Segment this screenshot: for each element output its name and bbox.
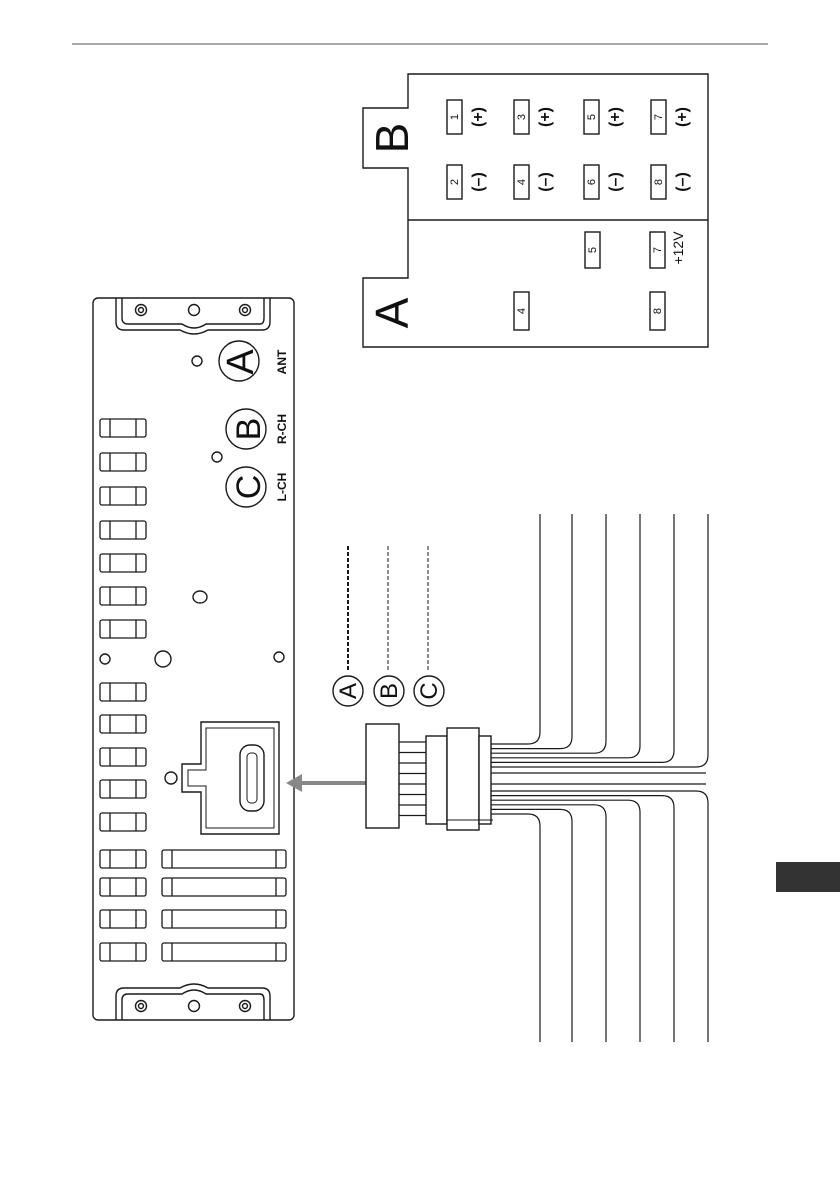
wire-lower [491,796,674,1042]
wire-upper [491,514,640,758]
polarity-label: (–) [674,172,691,192]
socket-b-letter: B [230,418,268,441]
plus-12v-label: +12V [670,231,686,265]
pin-number: 2 [449,179,461,185]
heatsink-fin [100,943,146,961]
connection-arrow [286,774,366,792]
heatsink-fin [100,587,146,605]
heatsink-fin [100,683,146,701]
heatsink-fin [100,910,146,928]
socket-c-letter: C [230,475,268,500]
head-unit-rear [93,298,294,1020]
pin-number: 5 [586,114,598,120]
heatsink-fins-left [100,419,146,961]
pin-number: 7 [653,114,665,120]
heatsink-fin [100,813,146,831]
l-ch-label: L-CH [275,473,289,502]
wire-lower [491,791,708,1042]
heatsink-fin [100,748,146,766]
heatsink-fin [100,521,146,539]
heatsink-fin [100,554,146,572]
cable-a-label: A [335,683,362,699]
polarity-label: (–) [470,172,487,192]
harness-connector [366,724,493,830]
pin-number: 4 [516,308,528,314]
harness-wires [399,742,426,816]
connector-a-letter: A [366,297,418,328]
cable-c-label: C [416,682,443,699]
polarity-label: (+) [607,107,624,127]
heatsink-fin [100,453,146,471]
r-ch-label: R-CH [275,414,289,444]
pin-number: 8 [653,179,665,185]
wire-lower [491,814,540,1042]
heatsink-slot [162,910,286,928]
ant-label: ANT [275,349,289,374]
heatsink-fin [100,419,146,437]
heatsink-slot [162,850,286,868]
heatsink-fin [100,878,146,896]
page-tab-marker [776,862,840,892]
cable-leads [333,546,444,706]
polarity-label: (+) [470,107,487,127]
wire-lower [491,800,640,1042]
polarity-label: (–) [607,172,624,192]
heatsink-slot [162,878,286,896]
heatsink-slot [162,943,286,961]
wire-upper [491,514,708,767]
connector-a-pin-boxes [514,232,665,330]
wire-lower [491,809,572,1042]
heatsink-fin [100,487,146,505]
pin-number: 1 [449,114,461,120]
wire-bundle [491,514,708,1042]
connector-a-pin-numbers: 4 5 7 8 [516,247,664,314]
heatsink-fin [100,715,146,733]
heatsink-fin [100,780,146,798]
wire-lower [491,805,606,1042]
heatsink-slots [162,850,286,961]
pin-number: 6 [586,179,598,185]
socket-a-letter: A [220,349,262,375]
wire-upper [491,514,674,762]
pin-number: 8 [652,308,664,314]
wire-upper [491,514,540,744]
pin-number: 3 [516,114,528,120]
heatsink-fin [100,850,146,868]
cable-b-label: B [376,683,403,699]
pin-number: 4 [516,179,528,185]
polarity-label: (+) [674,107,691,127]
polarity-label: (–) [537,172,554,192]
wire-upper [491,514,572,749]
heatsink-fin [100,620,146,638]
pin-number: 7 [652,247,664,253]
pin-number: 5 [587,247,599,253]
polarity-label: (+) [537,107,554,127]
connector-b-letter: B [366,123,418,154]
wire-upper [491,514,606,753]
